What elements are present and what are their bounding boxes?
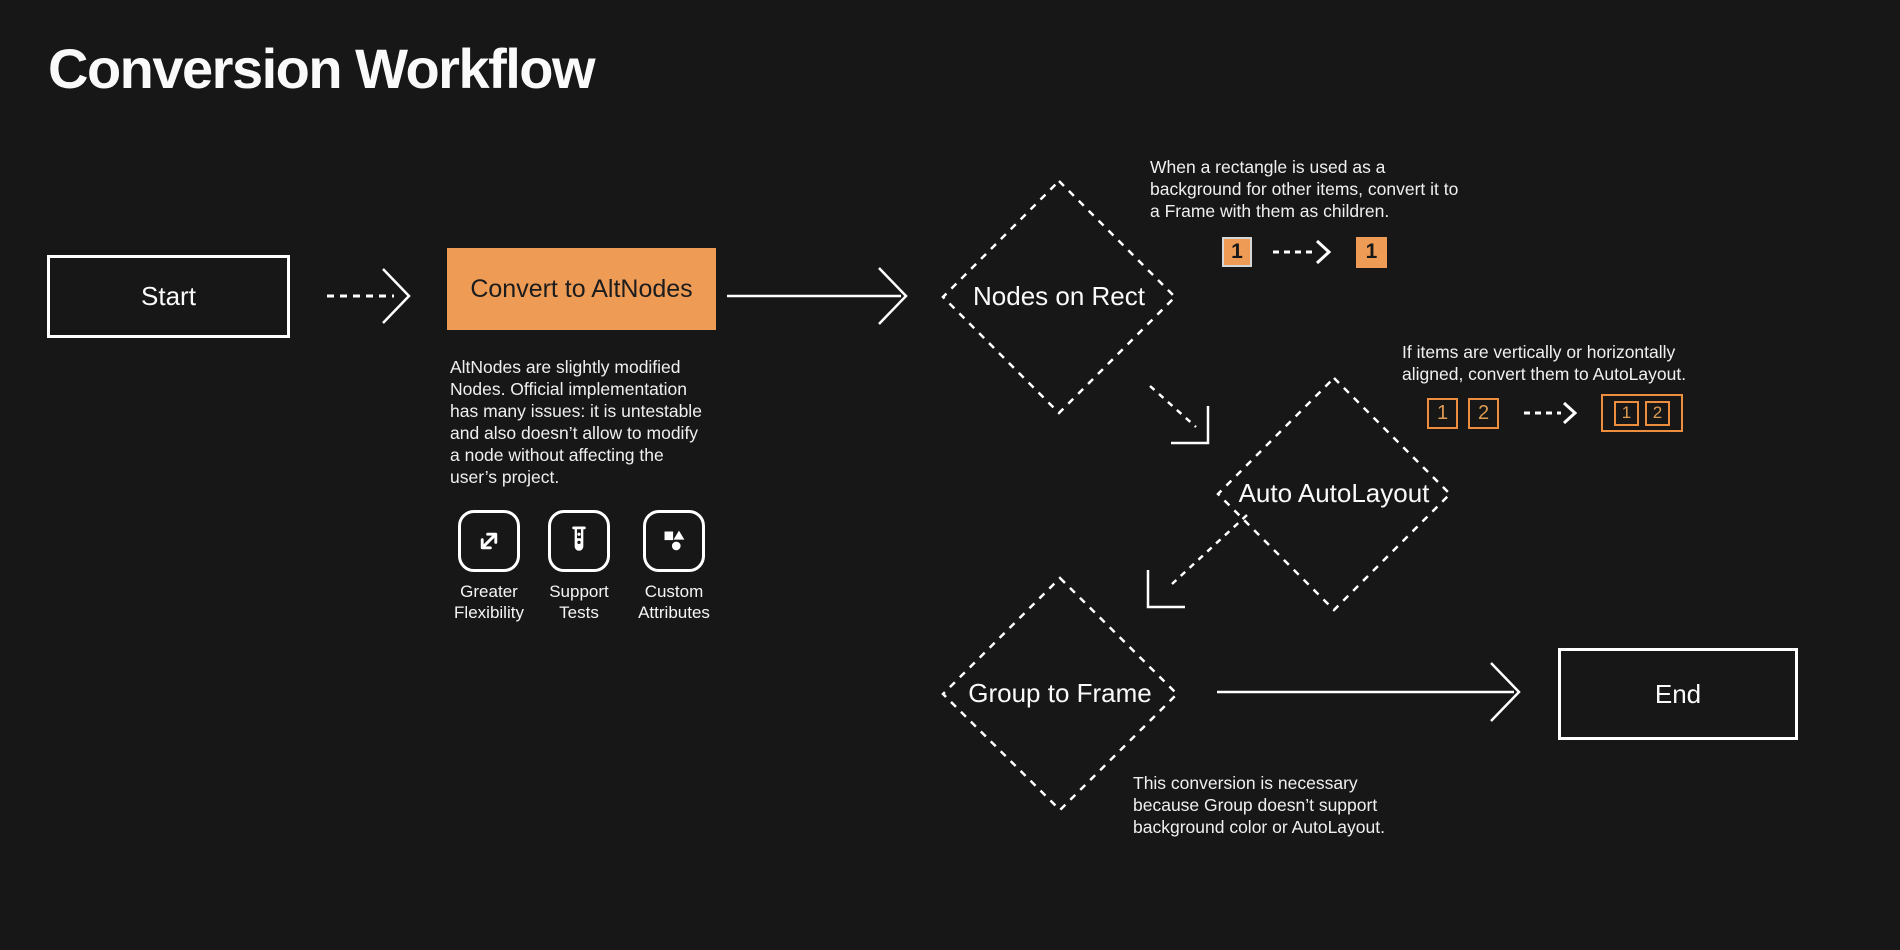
node-end: End	[1558, 648, 1798, 740]
node-end-label: End	[1654, 678, 1702, 709]
feature-greater-flexibility: Greater Flexibility	[442, 510, 536, 623]
arrow-start-to-convert	[327, 268, 411, 324]
annotation-auto-autolayout: If items are vertically or horizontally …	[1402, 342, 1687, 384]
node-start-label: Start	[141, 281, 196, 311]
shapes-icon	[643, 510, 705, 572]
arrow-convert-to-nodes-on-rect	[727, 267, 908, 325]
test-tube-icon	[548, 510, 610, 572]
mini-dashed-arrow	[1273, 239, 1332, 265]
item-chip-1: 1	[1427, 397, 1458, 429]
annotation-group-to-frame: This conversion is necessary because Gro…	[1133, 773, 1385, 837]
node-convert-label: Convert to AltNodes	[470, 274, 693, 303]
page-title: Conversion Workflow	[48, 37, 596, 100]
node-nodes-on-rect-label: Nodes on Rect	[973, 281, 1145, 311]
autolayout-group-chip: 1 2	[1601, 394, 1683, 432]
frame-chip-after: 1	[1356, 236, 1387, 268]
item-chip-2: 2	[1468, 397, 1499, 429]
feature-label: Support Tests	[549, 582, 609, 622]
feature-label: Custom Attributes	[638, 582, 710, 622]
node-start: Start	[47, 255, 290, 338]
node-auto-autolayout-label: Auto AutoLayout	[1238, 478, 1430, 508]
item-chip-1-after: 1	[1614, 400, 1639, 426]
feature-custom-attributes: Custom Attributes	[627, 510, 721, 623]
diamond-group-to-frame	[941, 576, 1179, 812]
mini-dashed-arrow	[1524, 401, 1578, 425]
diamond-auto-autolayout	[1216, 376, 1452, 612]
item-chip-2-after: 2	[1645, 400, 1670, 426]
mini-diagram-items-to-autolayout: 1 2 1 2	[1427, 394, 1683, 432]
feature-support-tests: Support Tests	[532, 510, 626, 623]
feature-label: Greater Flexibility	[454, 582, 524, 622]
annotation-nodes-on-rect: When a rectangle is used as a background…	[1150, 157, 1459, 221]
mini-diagram-rect-to-frame: 1 1	[1222, 236, 1387, 268]
arrow-group-to-frame-to-end	[1217, 662, 1521, 722]
diamond-nodes-on-rect	[941, 179, 1177, 415]
altnodes-description: AltNodes are slightly modified Nodes. Of…	[450, 357, 702, 487]
rect-chip-before: 1	[1222, 237, 1252, 267]
arrow-auto-autolayout-to-group-to-frame	[1146, 514, 1248, 609]
expand-diagonal-icon	[458, 510, 520, 572]
arrow-nodes-on-rect-to-auto-autolayout	[1149, 385, 1210, 445]
node-group-to-frame-label: Group to Frame	[968, 678, 1152, 708]
node-convert-to-altnodes: Convert to AltNodes	[447, 248, 716, 330]
